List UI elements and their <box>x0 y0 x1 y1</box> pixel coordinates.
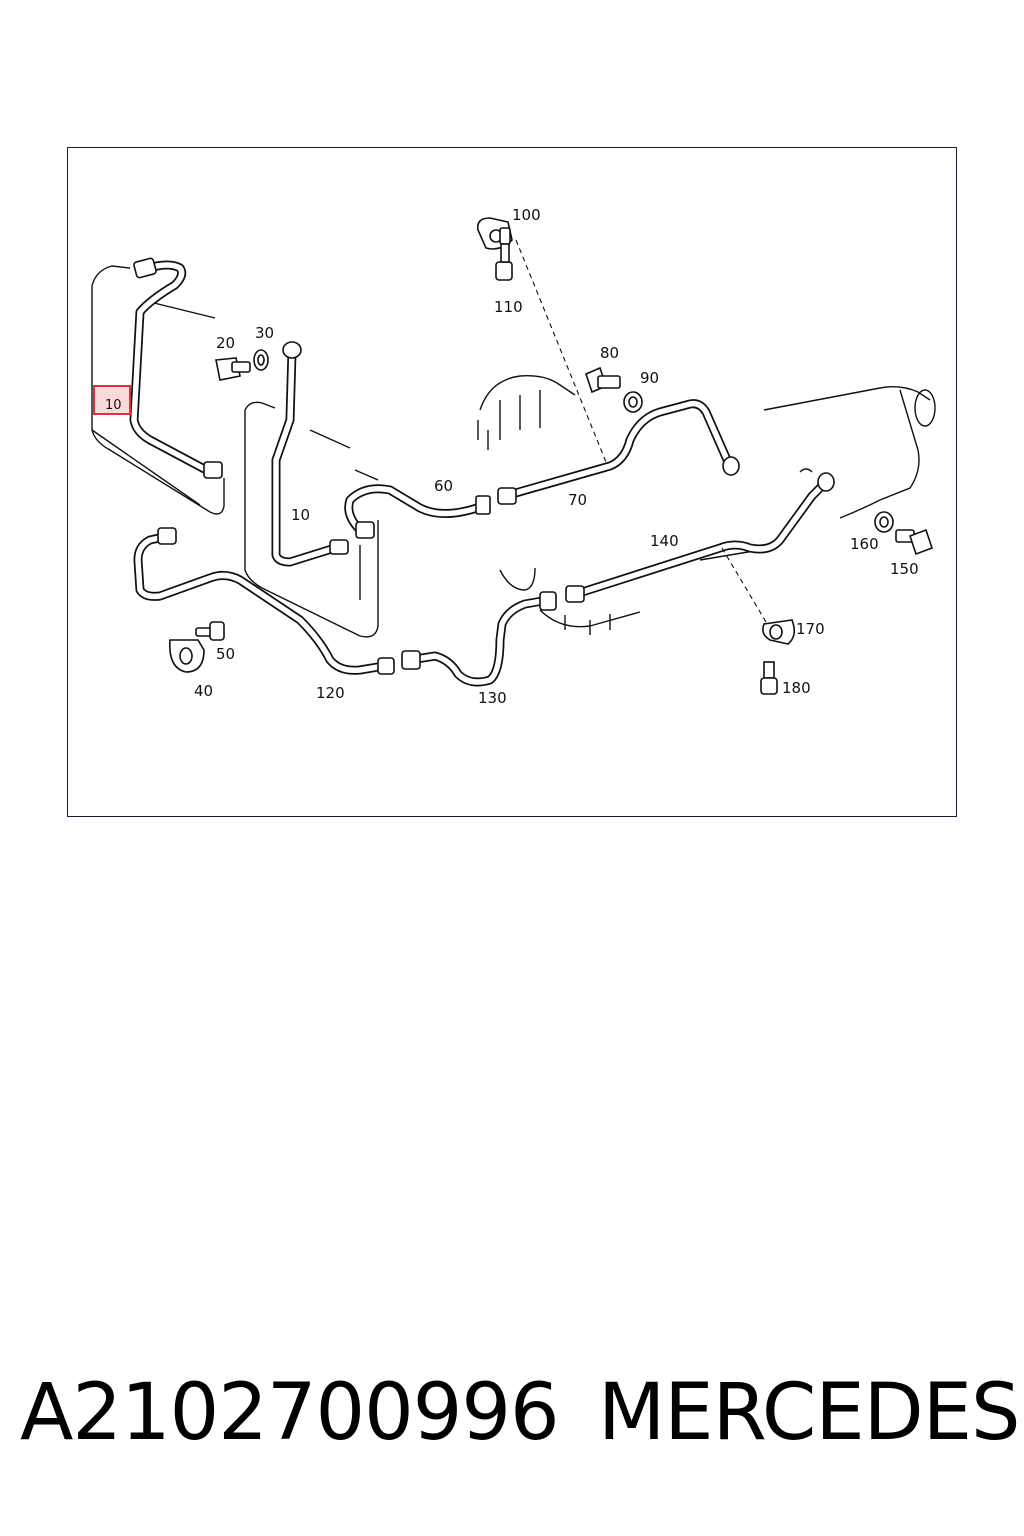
banjo-eye-icon <box>282 341 302 359</box>
fitting-nut-icon <box>565 585 585 603</box>
oil-cooler <box>91 265 225 515</box>
diagram-frame <box>67 147 957 817</box>
callout-label: 80 <box>600 344 619 362</box>
callout-label: 30 <box>255 324 274 342</box>
callout-label-highlighted: 10 <box>105 398 122 413</box>
fitting-nut-icon <box>497 487 517 505</box>
washer-160 <box>874 511 894 533</box>
part-number: A2102700996 <box>20 1368 560 1458</box>
callout-label: 40 <box>194 682 213 700</box>
fitting-nut-icon <box>401 650 421 670</box>
oil-line-10-left <box>129 257 223 479</box>
callout-label: 20 <box>216 334 235 352</box>
callout-label: 150 <box>890 560 919 578</box>
washer-90 <box>623 391 643 413</box>
fitting-nut-icon <box>355 521 375 539</box>
fitting-nut-icon <box>157 527 177 545</box>
engine-section <box>477 375 576 591</box>
clamp-40 <box>169 639 205 673</box>
banjo-eye-icon <box>722 456 740 476</box>
callout-label: 100 <box>512 206 541 224</box>
brand-name: MERCEDES <box>598 1368 1020 1458</box>
callout-label: 70 <box>568 491 587 509</box>
fitting-nut-icon <box>203 461 223 479</box>
banjo-bolt-80 <box>585 366 621 394</box>
highlighted-callout-box <box>93 385 131 415</box>
callout-label: 10 <box>291 506 310 524</box>
fitting-nut-icon <box>133 257 157 279</box>
hose-60 <box>344 484 491 539</box>
clip-170 <box>762 619 796 645</box>
callout-label: 140 <box>650 532 679 550</box>
banjo-bolt-20 <box>215 357 251 381</box>
footer: A2102700996 MERCEDES <box>0 1368 1024 1468</box>
banjo-eye-icon <box>817 472 835 492</box>
fitting-nut-icon <box>329 539 349 555</box>
pipe-140 <box>565 468 835 603</box>
transmission-housing <box>539 385 936 635</box>
callout-label: 120 <box>316 684 345 702</box>
callout-label: 160 <box>850 535 879 553</box>
leader-line-170 <box>721 547 767 623</box>
callout-label: 170 <box>796 620 825 638</box>
callout-label: 180 <box>782 679 811 697</box>
pipe-120 <box>133 527 395 675</box>
fitting-nut-icon <box>475 495 491 515</box>
bolt-110 <box>495 227 513 281</box>
radiator-body <box>244 401 379 638</box>
callout-label: 90 <box>640 369 659 387</box>
callout-label: 50 <box>216 645 235 663</box>
bolt-180 <box>760 661 778 695</box>
callout-label: 110 <box>494 298 523 316</box>
leader-line-100 <box>515 239 607 463</box>
bolt-50 <box>195 621 225 641</box>
washer-30 <box>253 349 269 371</box>
fitting-nut-icon <box>377 657 395 675</box>
fitting-nut-icon <box>539 591 557 611</box>
pipe-70 <box>497 399 740 505</box>
banjo-bolt-150 <box>895 528 934 556</box>
callout-label: 60 <box>434 477 453 495</box>
oil-line-10-mid <box>271 341 349 567</box>
callout-label: 130 <box>478 689 507 707</box>
hose-130 <box>401 591 557 687</box>
